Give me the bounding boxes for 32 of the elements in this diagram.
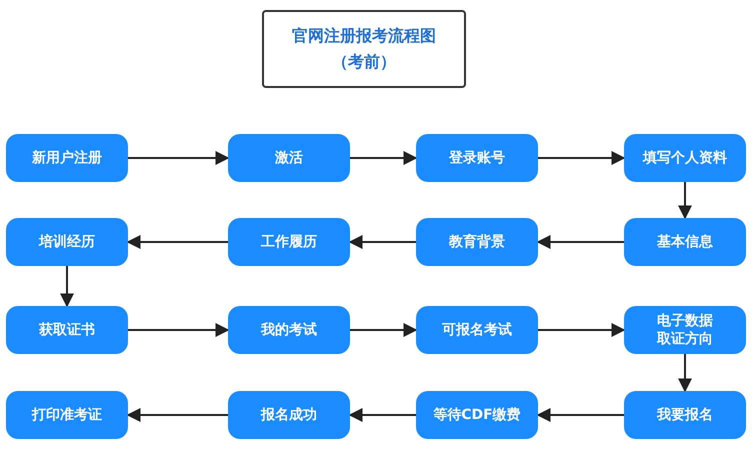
arrow [538, 151, 626, 165]
process-box: 工作履历 [228, 218, 350, 266]
process-box: 新用户注册 [6, 134, 128, 182]
process-box: 电子数据取证方向 [624, 306, 746, 354]
process-box: 获取证书 [6, 306, 128, 354]
process-box: 我的考试 [228, 306, 350, 354]
process-box: 报名成功 [228, 391, 350, 439]
arrow [126, 235, 228, 249]
arrow [128, 151, 230, 165]
arrow [348, 235, 416, 249]
process-box: 培训经历 [6, 218, 128, 266]
arrow [128, 323, 230, 337]
process-box: 填写个人资料 [624, 134, 746, 182]
arrow [126, 408, 228, 422]
arrow [60, 266, 74, 308]
process-box: 打印准考证 [6, 391, 128, 439]
arrow [538, 323, 626, 337]
title-box: 官网注册报考流程图（考前） [262, 10, 466, 88]
process-box: 等待CDF缴费 [416, 391, 538, 439]
arrow [348, 408, 416, 422]
arrow [678, 182, 692, 220]
process-box: 可报名考试 [416, 306, 538, 354]
process-box: 激活 [228, 134, 350, 182]
arrow [536, 408, 624, 422]
arrow [678, 354, 692, 392]
process-box: 基本信息 [624, 218, 746, 266]
process-box: 教育背景 [416, 218, 538, 266]
arrow [350, 323, 418, 337]
arrow [536, 235, 624, 249]
process-box: 登录账号 [416, 134, 538, 182]
process-box: 我要报名 [624, 391, 746, 439]
arrow [350, 151, 418, 165]
